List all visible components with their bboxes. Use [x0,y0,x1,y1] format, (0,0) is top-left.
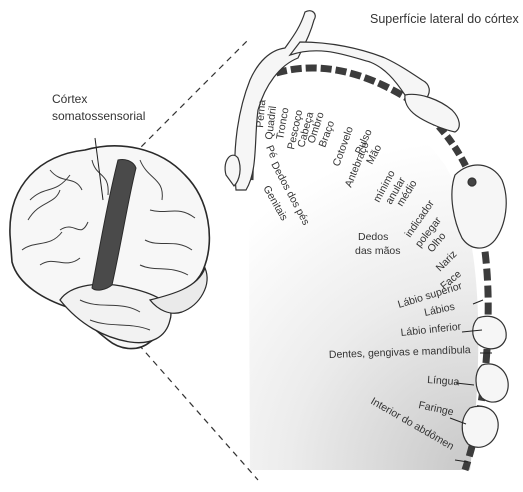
label-dedos-maos-2: das mãos [355,245,401,257]
cortex-label-line1: Córtex [52,92,87,106]
homunculus-hand [405,94,459,132]
label-lingua: Língua [427,374,460,388]
section-title: Superfície lateral do córtex [370,12,519,26]
cortex-label-line2: somatossensorial [52,109,145,123]
homunculus-throat [462,406,498,447]
homunculus-foot [225,155,240,186]
homunculus-lips [473,316,506,349]
homunculus-tongue [476,364,508,402]
brain-illustration [10,138,209,349]
eye-icon [468,178,476,186]
label-dedos-maos-1: Dedos [358,231,388,243]
